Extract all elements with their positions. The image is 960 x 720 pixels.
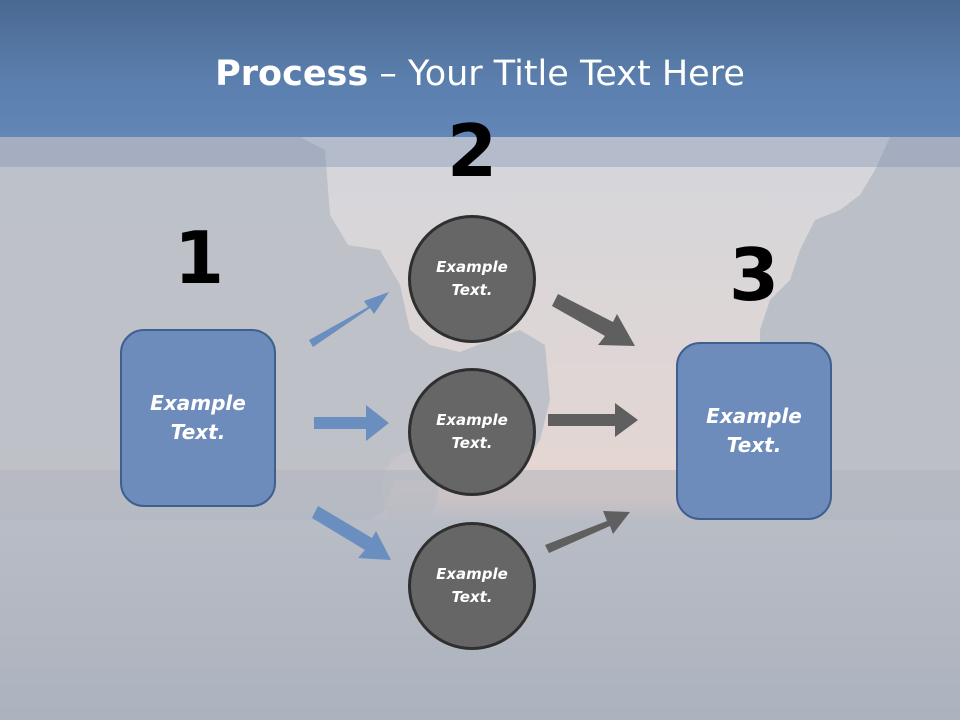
step-circle-bottom[interactable]: Example Text.: [408, 522, 536, 650]
step-box-1[interactable]: Example Text.: [120, 329, 276, 507]
step-circle-top[interactable]: Example Text.: [408, 215, 536, 343]
step-number-2: 2: [446, 109, 498, 193]
step-circle-middle[interactable]: Example Text.: [408, 368, 536, 496]
step-box-3[interactable]: Example Text.: [676, 342, 832, 520]
title-band: [0, 137, 960, 167]
arrow-right-gray: [548, 403, 638, 437]
step-number-3: 3: [728, 233, 780, 317]
circle-middle-text: Example Text.: [436, 411, 508, 452]
title-bar: [0, 0, 960, 137]
step-box-1-text: Example Text.: [150, 391, 246, 444]
arrow-down-right-blue: [312, 506, 391, 560]
arrow-up-right-blue: [309, 292, 389, 347]
circle-top-text: Example Text.: [436, 258, 508, 299]
title-bold: Process: [215, 54, 369, 94]
circle-bottom-text: Example Text.: [436, 565, 508, 606]
step-number-1: 1: [173, 216, 225, 300]
step-box-3-text: Example Text.: [706, 404, 802, 457]
title-rest: – Your Title Text Here: [368, 54, 745, 94]
arrow-up-right-gray: [545, 511, 630, 553]
arrow-right-blue: [314, 405, 389, 441]
arrow-down-right-gray: [552, 294, 635, 346]
slide-title: Process – Your Title Text Here: [0, 52, 960, 96]
